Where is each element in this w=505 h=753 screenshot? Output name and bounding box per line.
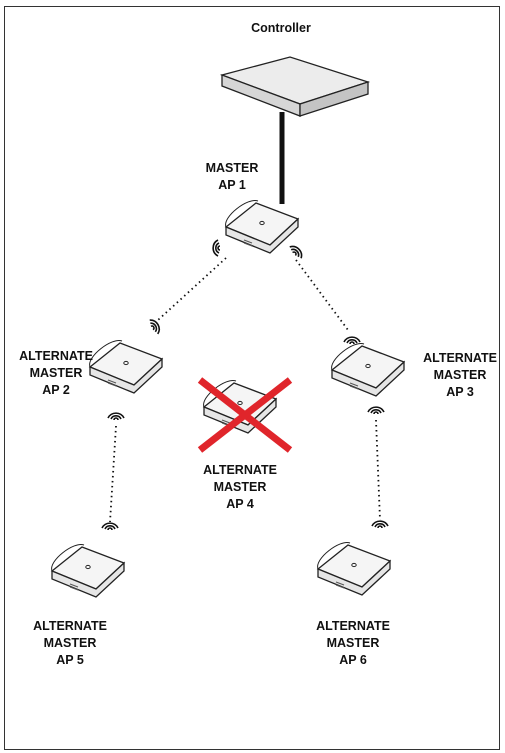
diagram-frame xyxy=(4,6,500,750)
ap1-device xyxy=(224,199,299,254)
ap6-device xyxy=(316,541,391,596)
ap2-label: ALTERNATE MASTER AP 2 xyxy=(19,349,93,397)
ap4-label: ALTERNATE MASTER AP 4 xyxy=(203,463,277,511)
controller-label: Controller xyxy=(251,21,311,35)
ap3-device xyxy=(330,342,405,397)
controller-device xyxy=(219,56,371,117)
ap6-label: ALTERNATE MASTER AP 6 xyxy=(316,619,390,667)
ap5-device xyxy=(50,543,125,598)
ap1-label: MASTER AP 1 xyxy=(205,161,259,192)
failed-x-mark xyxy=(197,377,293,453)
wireless-links xyxy=(109,257,381,523)
ap3-label: ALTERNATE MASTER AP 3 xyxy=(423,351,497,399)
ap2-device xyxy=(88,339,163,394)
ap5-label: ALTERNATE MASTER AP 5 xyxy=(33,619,107,667)
